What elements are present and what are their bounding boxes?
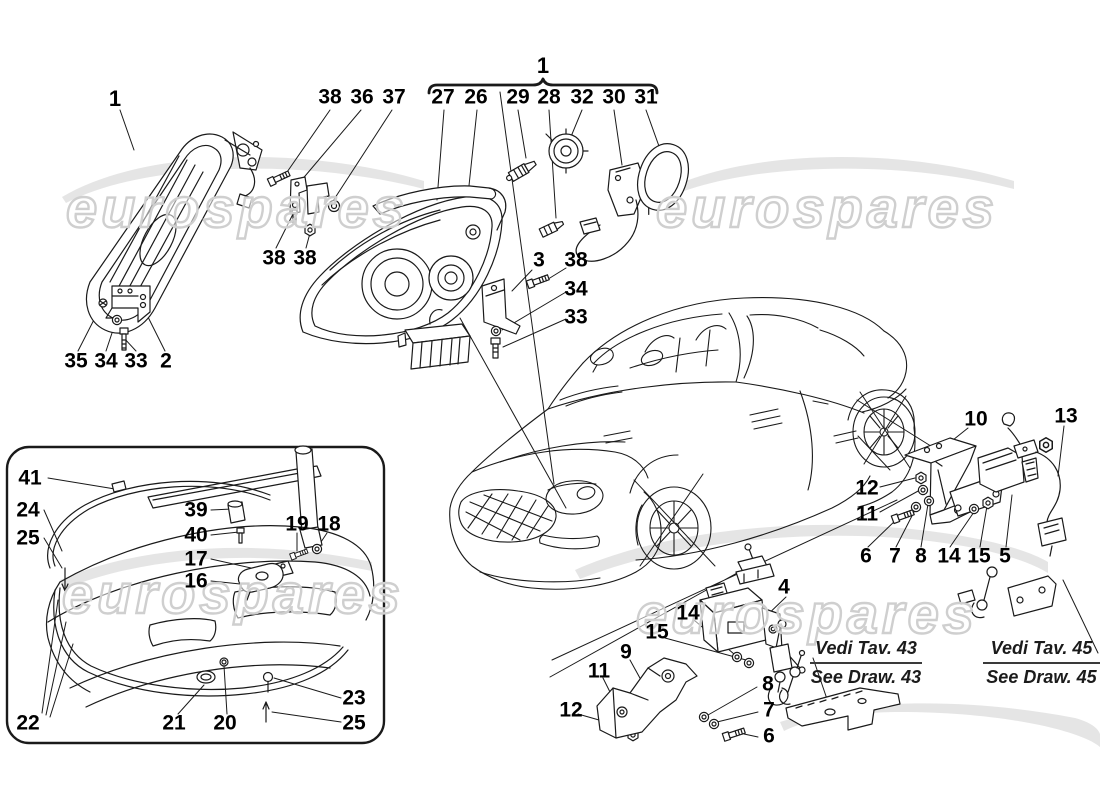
callout-40: 40	[184, 523, 208, 547]
watermark-top-right: eurospares	[655, 176, 998, 239]
callout-33-right: 33	[564, 305, 588, 329]
car-drawing	[449, 297, 916, 590]
callout-6-mid: 6	[763, 724, 775, 748]
callout-23: 23	[342, 686, 366, 710]
callout-8-mid: 8	[762, 672, 774, 696]
right-sensor-assembly-drawing	[890, 412, 1067, 557]
relay-bracket-assembly-drawing	[596, 543, 806, 742]
callout-7-mid: 7	[763, 698, 775, 722]
watermark-bottom-left: eurospares	[61, 562, 404, 625]
callout-6-right: 6	[860, 544, 872, 568]
callout-15-mid: 15	[645, 620, 669, 644]
callout-7-right: 7	[889, 544, 901, 568]
callout-10: 10	[964, 407, 988, 431]
assembly-brace	[427, 77, 659, 95]
callout-22: 22	[16, 711, 40, 735]
headlamp-front-drawing	[299, 185, 507, 370]
callout-15-right: 15	[967, 544, 991, 568]
note-see-draw-45: Vedi Tav. 45 See Draw. 45	[983, 637, 1100, 688]
callout-1-assembly: 1	[536, 53, 550, 78]
callout-35: 35	[64, 349, 88, 373]
callout-17: 17	[184, 547, 208, 571]
callout-11-right: 11	[855, 502, 879, 526]
headlamp-rear-drawing	[85, 131, 263, 351]
callout-12-right: 12	[855, 476, 879, 500]
callout-5: 5	[999, 544, 1011, 568]
leader-lines	[41, 91, 1099, 738]
callout-31: 31	[634, 85, 658, 109]
bumper-box-drawing	[5, 445, 386, 745]
callout-34-left: 34	[94, 349, 118, 373]
callout-38-mid-left: 38	[262, 246, 286, 270]
callout-18: 18	[317, 512, 341, 536]
callout-11-mid: 11	[587, 659, 611, 683]
callout-13: 13	[1054, 404, 1078, 428]
note-see-draw-43: Vedi Tav. 43 See Draw. 43	[810, 637, 922, 688]
callout-1-headlamp: 1	[108, 86, 122, 111]
bulbs-connectors-drawing	[506, 128, 689, 262]
callout-20: 20	[213, 711, 237, 735]
callout-26: 26	[464, 85, 488, 109]
callout-38-right: 38	[564, 248, 588, 272]
note-43-english: See Draw. 43	[810, 666, 922, 687]
note-43-italian: Vedi Tav. 43	[810, 637, 922, 664]
callout-21: 21	[162, 711, 186, 735]
callout-25-top: 25	[16, 526, 40, 550]
callout-25-bottom: 25	[342, 711, 366, 735]
callout-29: 29	[506, 85, 530, 109]
callout-14-right: 14	[937, 544, 961, 568]
callout-32: 32	[570, 85, 594, 109]
callout-19: 19	[285, 512, 309, 536]
callout-37: 37	[382, 85, 406, 109]
callout-39: 39	[184, 498, 208, 522]
callout-24: 24	[16, 498, 40, 522]
l-bracket-drawing	[481, 272, 551, 359]
bracket-parts-drawing	[266, 169, 341, 237]
callout-12-mid: 12	[559, 698, 583, 722]
lower-brackets-drawing	[778, 566, 1057, 731]
callout-30: 30	[602, 85, 626, 109]
callout-16: 16	[184, 569, 208, 593]
callout-38-top: 38	[318, 85, 342, 109]
watermark-bottom-right: eurospares	[635, 582, 978, 645]
callout-2: 2	[160, 349, 172, 373]
callout-27: 27	[431, 85, 455, 109]
callout-38-mid-right: 38	[293, 246, 317, 270]
callout-3: 3	[533, 248, 545, 272]
callout-8-right: 8	[915, 544, 927, 568]
callout-36: 36	[350, 85, 374, 109]
callout-41: 41	[18, 466, 42, 490]
callout-9: 9	[620, 640, 632, 664]
callout-34-right: 34	[564, 277, 588, 301]
note-45-english: See Draw. 45	[986, 666, 1097, 687]
watermark-top-left: eurospares	[65, 176, 408, 239]
callout-4: 4	[778, 575, 790, 599]
callout-28: 28	[537, 85, 561, 109]
note-45-italian: Vedi Tav. 45	[983, 637, 1100, 664]
callout-14-mid: 14	[676, 601, 700, 625]
callout-33-left: 33	[124, 349, 148, 373]
